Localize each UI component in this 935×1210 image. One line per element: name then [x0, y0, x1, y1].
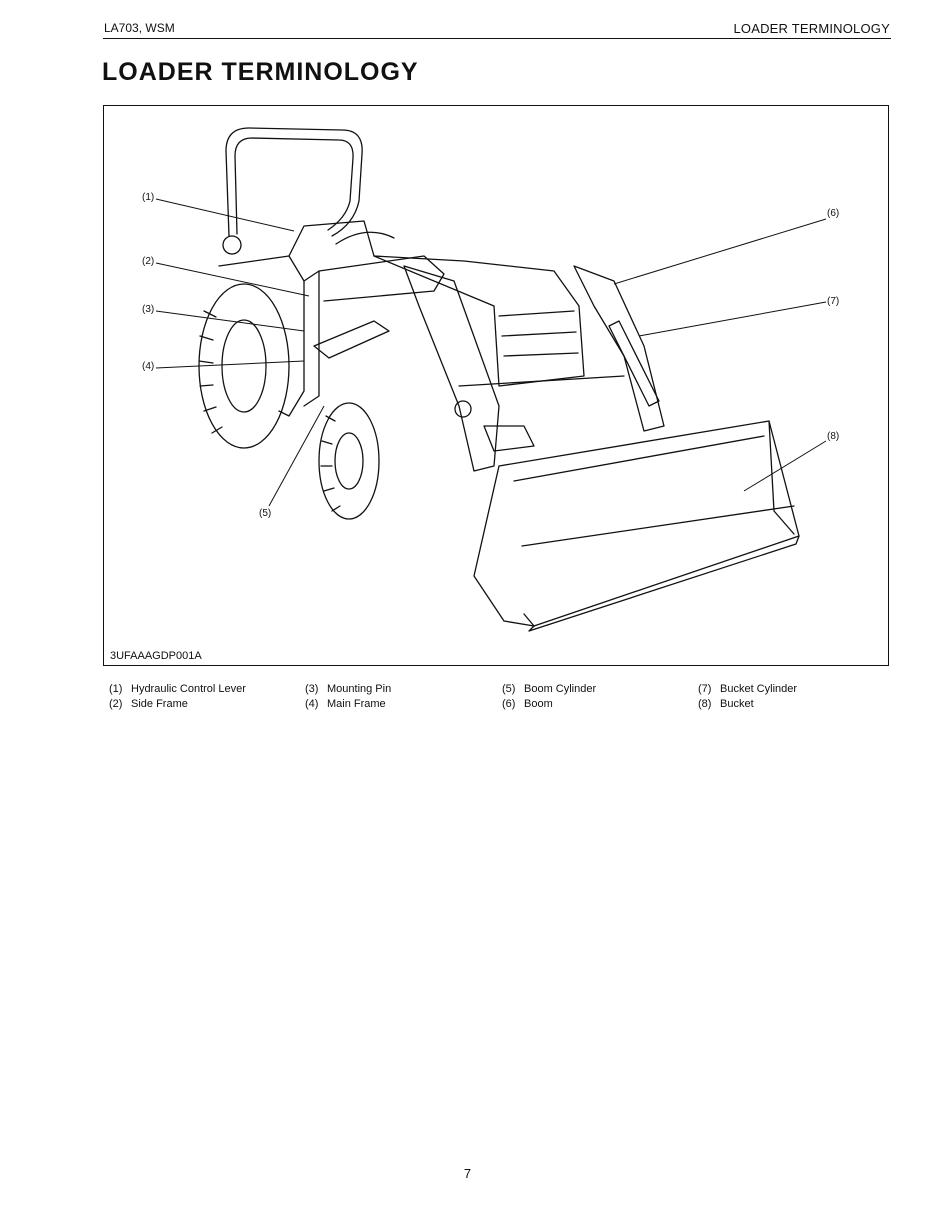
figure-code: 3UFAAAGDP001A	[110, 650, 202, 662]
legend-item: (7) Bucket Cylinder	[698, 683, 797, 695]
legend-num: (1)	[109, 683, 123, 695]
callout-2: (2)	[142, 256, 155, 267]
legend-item: (3) Mounting Pin	[305, 683, 391, 695]
legend-label: Hydraulic Control Lever	[131, 683, 246, 695]
legend-num: (7)	[698, 683, 712, 695]
legend-item: (6) Boom	[502, 698, 553, 710]
legend-label: Bucket Cylinder	[720, 683, 798, 695]
page-number: 7	[463, 1166, 472, 1181]
callout-leaders	[155, 198, 827, 507]
legend-num: (5)	[502, 683, 516, 695]
legend-label: Boom	[524, 698, 553, 710]
legend-num: (4)	[305, 698, 319, 710]
legend-label: Main Frame	[327, 698, 386, 710]
legend-label: Boom Cylinder	[524, 683, 597, 695]
callout-7: (7)	[827, 296, 840, 307]
header-section: LOADER TERMINOLOGY	[733, 21, 890, 36]
legend-num: (6)	[502, 698, 516, 710]
callout-4: (4)	[142, 361, 155, 372]
callout-5: (5)	[259, 508, 272, 519]
legend-item: (2) Side Frame	[109, 698, 188, 710]
page-title: LOADER TERMINOLOGY	[102, 58, 419, 86]
callout-1: (1)	[142, 192, 155, 203]
legend-label: Mounting Pin	[327, 683, 392, 695]
tractor-loader-illustration	[198, 127, 800, 632]
legend-num: (8)	[698, 698, 712, 710]
legend-label: Bucket	[720, 698, 754, 710]
legend-num: (3)	[305, 683, 319, 695]
loader-figure: (1) (2) (3) (4) (5) (6) (7) (8) 3UFAAAGD…	[103, 105, 889, 666]
legend-num: (2)	[109, 698, 123, 710]
header-model: LA703, WSM	[104, 21, 175, 35]
callout-8: (8)	[827, 431, 840, 442]
legend-item: (4) Main Frame	[305, 698, 386, 710]
legend-item: (1) Hydraulic Control Lever	[109, 683, 246, 695]
legend-item: (5) Boom Cylinder	[502, 683, 596, 695]
legend-item: (8) Bucket	[698, 698, 754, 710]
callout-3: (3)	[142, 304, 155, 315]
legend-label: Side Frame	[131, 698, 188, 710]
callout-6: (6)	[827, 208, 840, 219]
header-rule	[103, 38, 891, 39]
